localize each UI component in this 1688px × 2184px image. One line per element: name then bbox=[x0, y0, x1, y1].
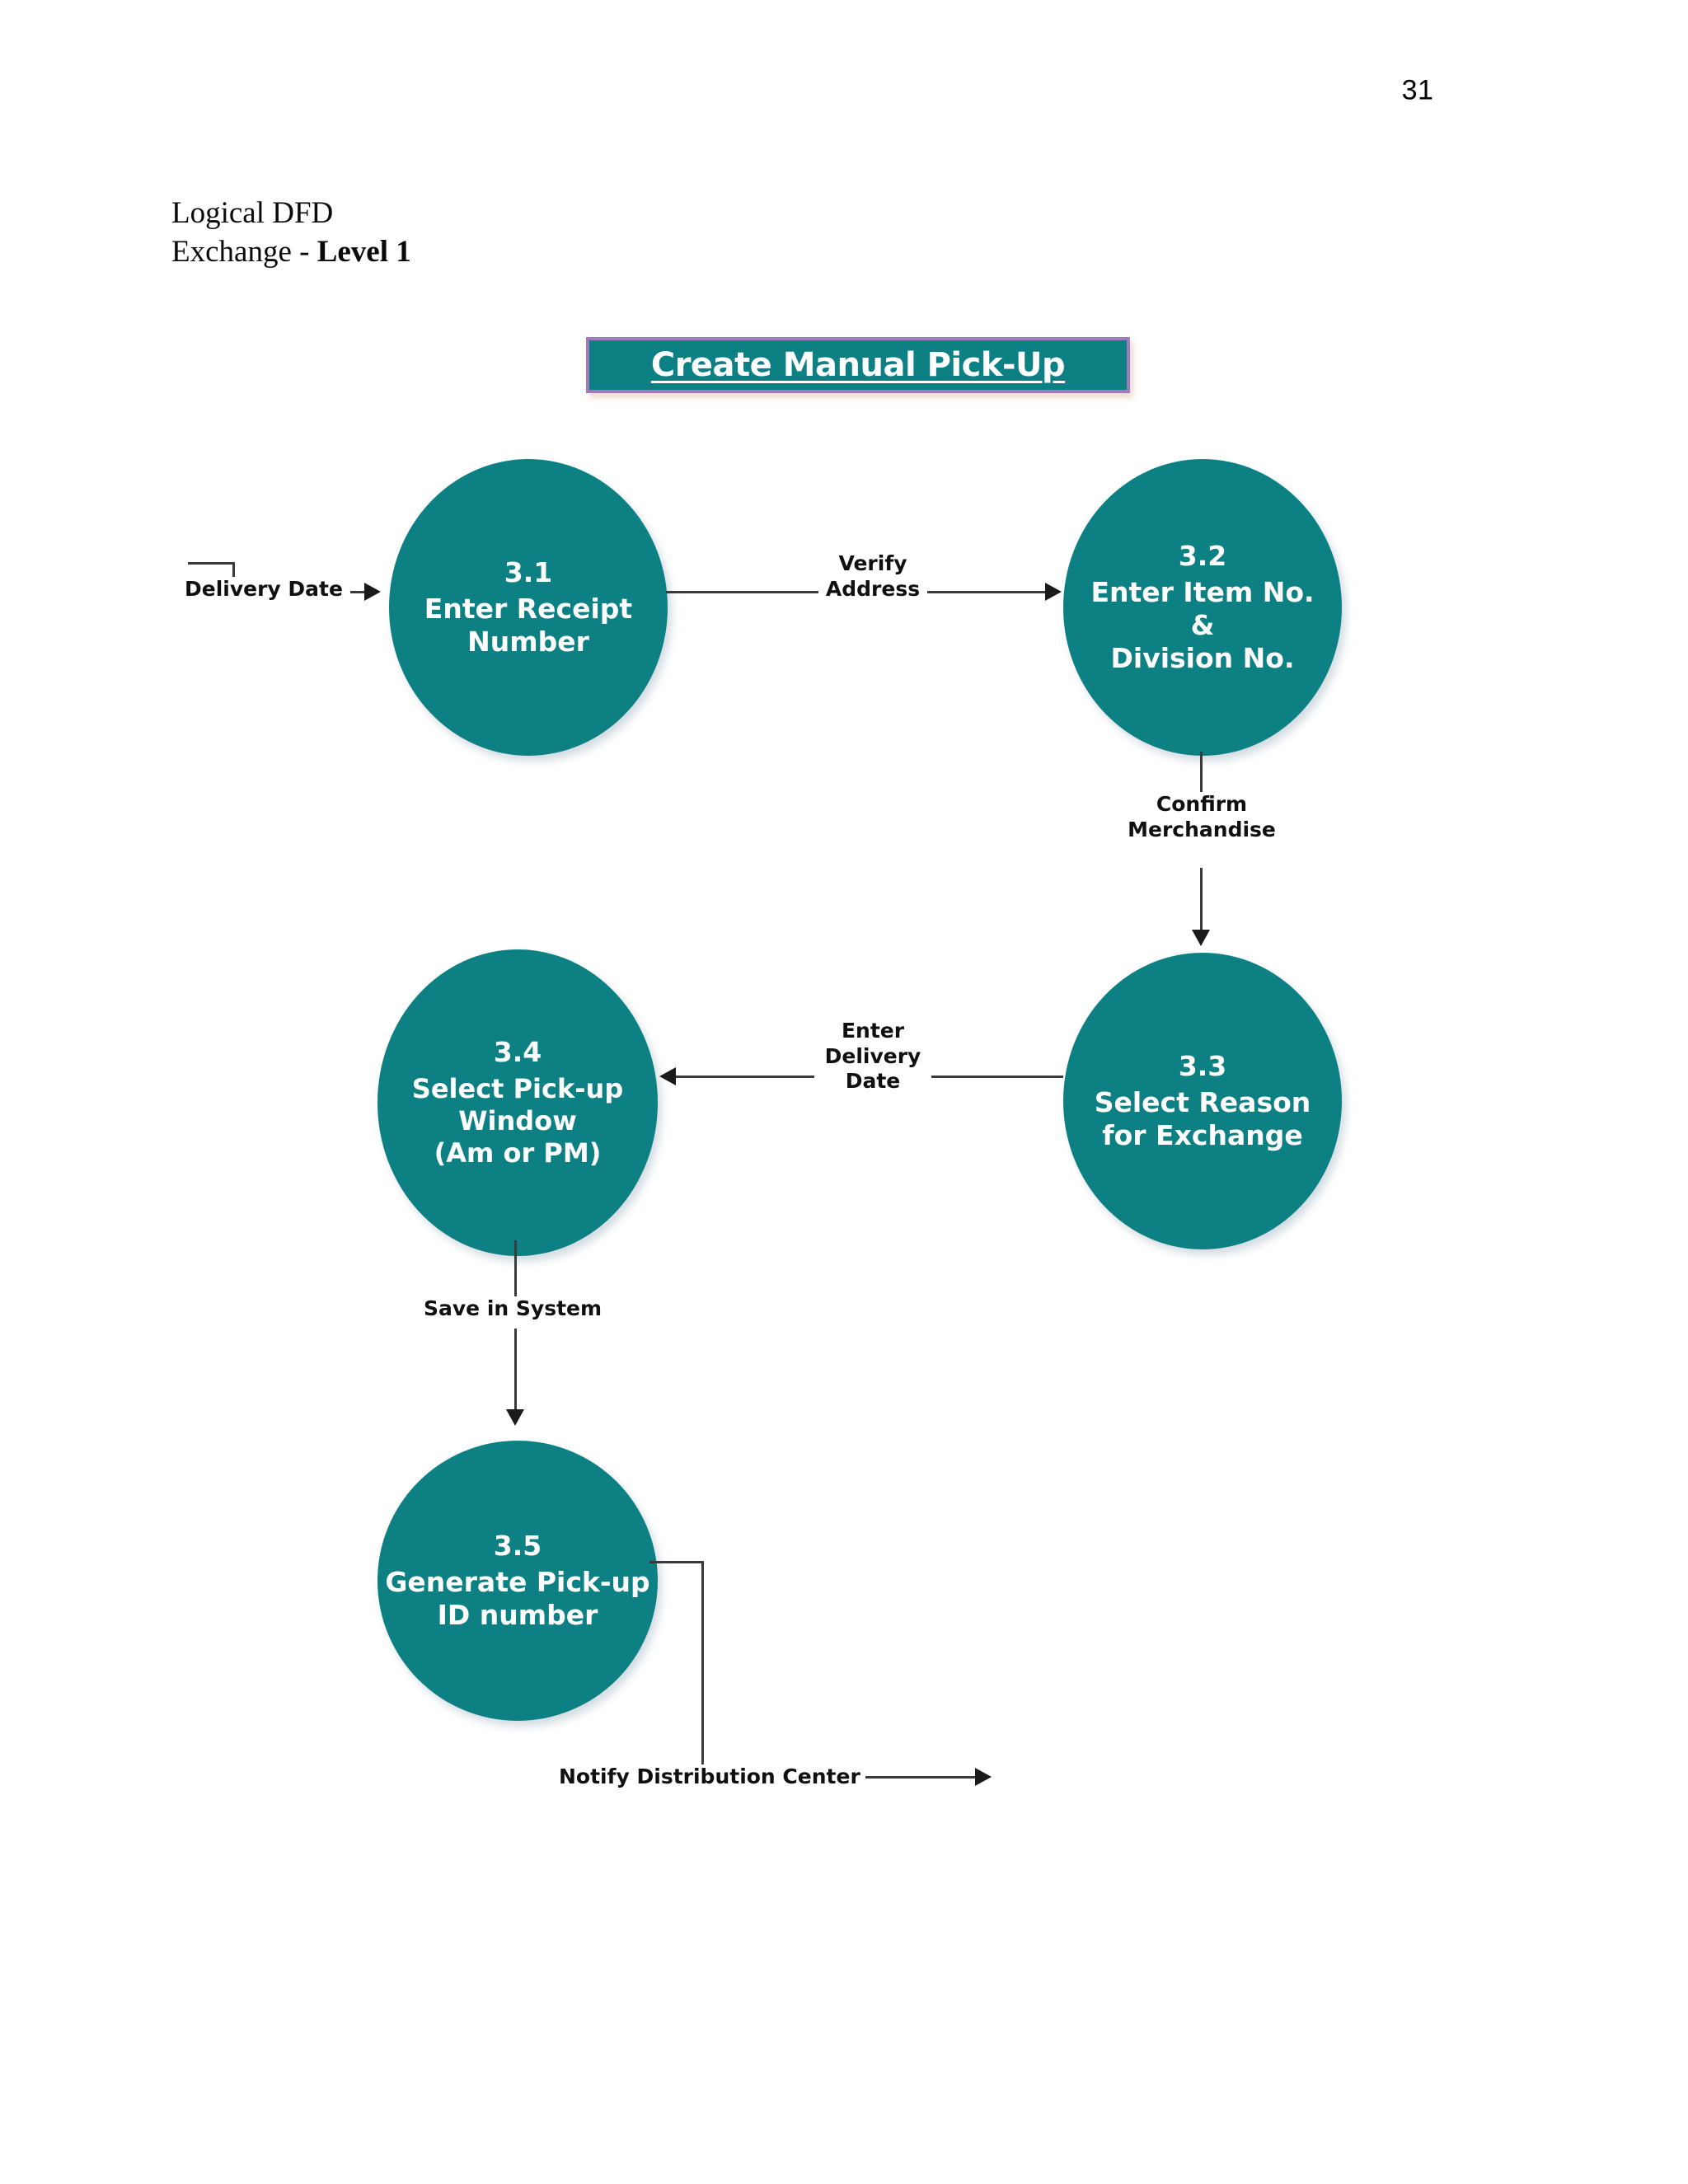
process-node-3-3-label-line-1: Select Reason bbox=[1094, 1085, 1311, 1118]
document-header-subject: Exchange - bbox=[171, 235, 317, 269]
document-header: Logical DFD Exchange - Level 1 bbox=[171, 194, 411, 271]
process-node-3-4[interactable]: 3.4 Select Pick-up Window (Am or PM) bbox=[377, 949, 658, 1256]
flow-delivery-date-arrowhead bbox=[364, 583, 381, 601]
flow-label-confirm-merchandise: Confirm Merchandise bbox=[1115, 792, 1288, 842]
flow-label-save-in-system-text: Save in System bbox=[424, 1296, 603, 1320]
flow-label-enter-delivery-date-line-2: Delivery bbox=[824, 1043, 921, 1068]
flow-enter-delivery-date-arrowhead bbox=[659, 1067, 676, 1085]
flow-confirm-merchandise-line-bottom bbox=[1200, 868, 1203, 942]
flow-confirm-merchandise-arrowhead bbox=[1192, 930, 1210, 946]
page-number: 31 bbox=[1401, 74, 1434, 106]
process-node-3-2-label-line-2: & bbox=[1190, 609, 1215, 641]
flow-delivery-date-bracket-top bbox=[188, 562, 235, 565]
process-node-3-3-number: 3.3 bbox=[1178, 1049, 1227, 1082]
process-node-3-3-label: Select Reason for Exchange bbox=[1095, 1086, 1311, 1153]
flow-notify-dc-line-drop bbox=[701, 1561, 704, 1777]
flow-enter-delivery-date-line-right bbox=[921, 1076, 1063, 1078]
flow-verify-address-arrowhead bbox=[1045, 583, 1062, 601]
flow-delivery-date-bracket-stub bbox=[232, 562, 235, 583]
process-node-3-4-label-line-3: (Am or PM) bbox=[434, 1137, 602, 1169]
document-header-line-2: Exchange - Level 1 bbox=[171, 232, 411, 271]
process-node-3-1[interactable]: 3.1 Enter Receipt Number bbox=[389, 459, 668, 756]
process-node-3-5-label: Generate Pick-up ID number bbox=[385, 1566, 649, 1633]
process-node-3-2-label: Enter Item No. & Division No. bbox=[1090, 576, 1314, 676]
flow-label-enter-delivery-date-line-3: Date bbox=[845, 1069, 901, 1093]
flow-label-delivery-date-text: Delivery Date bbox=[185, 577, 343, 601]
flow-label-enter-delivery-date-line-1: Enter bbox=[841, 1019, 905, 1043]
process-node-3-3-label-line-2: for Exchange bbox=[1102, 1119, 1303, 1152]
process-node-3-5-label-line-1: Generate Pick-up bbox=[385, 1565, 650, 1598]
flow-enter-delivery-date-line-left bbox=[674, 1076, 816, 1078]
diagram-title-banner: Create Manual Pick-Up bbox=[586, 337, 1130, 393]
flow-verify-address-line-right bbox=[915, 591, 1055, 593]
flow-label-enter-delivery-date: Enter Delivery Date bbox=[814, 1019, 931, 1094]
process-node-3-1-number: 3.1 bbox=[504, 555, 553, 588]
flow-label-verify-address-line-2: Address bbox=[825, 576, 921, 601]
process-node-3-5[interactable]: 3.5 Generate Pick-up ID number bbox=[377, 1441, 658, 1721]
flow-notify-dc-arrowhead bbox=[975, 1768, 992, 1786]
flow-delivery-date-line bbox=[350, 591, 375, 593]
process-node-3-2-number: 3.2 bbox=[1178, 539, 1227, 572]
process-node-3-2-label-line-3: Division No. bbox=[1110, 642, 1295, 675]
document-header-line-1: Logical DFD bbox=[171, 196, 334, 230]
flow-notify-dc-line-exit bbox=[649, 1561, 704, 1563]
process-node-3-1-label: Enter Receipt Number bbox=[424, 593, 632, 659]
process-node-3-4-label-line-2: Window bbox=[458, 1104, 577, 1137]
flow-notify-dc-line-out bbox=[862, 1776, 986, 1779]
flow-label-notify-distribution-center-text: Notify Distribution Center bbox=[559, 1765, 860, 1788]
process-node-3-2-label-line-1: Enter Item No. bbox=[1090, 575, 1315, 608]
flow-label-delivery-date: Delivery Date bbox=[180, 577, 348, 602]
flow-label-verify-address: Verify Address bbox=[818, 551, 927, 602]
flow-save-in-system-arrowhead bbox=[506, 1409, 524, 1426]
flow-label-verify-address-line-1: Verify bbox=[838, 551, 907, 575]
process-node-3-2[interactable]: 3.2 Enter Item No. & Division No. bbox=[1063, 459, 1342, 756]
flow-label-confirm-merchandise-line-2: Merchandise bbox=[1128, 817, 1276, 841]
process-node-3-1-label-line-2: Number bbox=[467, 626, 589, 658]
process-node-3-4-label-line-1: Select Pick-up bbox=[411, 1072, 624, 1104]
process-node-3-4-number: 3.4 bbox=[493, 1036, 542, 1069]
diagram-title-text: Create Manual Pick-Up bbox=[650, 346, 1066, 384]
flow-label-save-in-system: Save in System bbox=[419, 1296, 607, 1322]
process-node-3-1-label-line-1: Enter Receipt bbox=[424, 592, 633, 625]
flow-save-in-system-line-top bbox=[514, 1240, 517, 1298]
flow-label-notify-distribution-center: Notify Distribution Center bbox=[554, 1765, 865, 1790]
process-node-3-5-number: 3.5 bbox=[493, 1529, 542, 1562]
flow-label-confirm-merchandise-line-1: Confirm bbox=[1156, 792, 1248, 816]
flow-confirm-merchandise-line-top bbox=[1200, 752, 1203, 801]
process-node-3-3[interactable]: 3.3 Select Reason for Exchange bbox=[1063, 953, 1342, 1249]
flow-verify-address-line-left bbox=[666, 591, 823, 593]
process-node-3-4-label: Select Pick-up Window (Am or PM) bbox=[412, 1073, 623, 1169]
flow-save-in-system-line-bottom bbox=[514, 1329, 517, 1415]
process-node-3-5-label-line-2: ID number bbox=[437, 1599, 598, 1632]
document-header-level: Level 1 bbox=[316, 235, 411, 269]
